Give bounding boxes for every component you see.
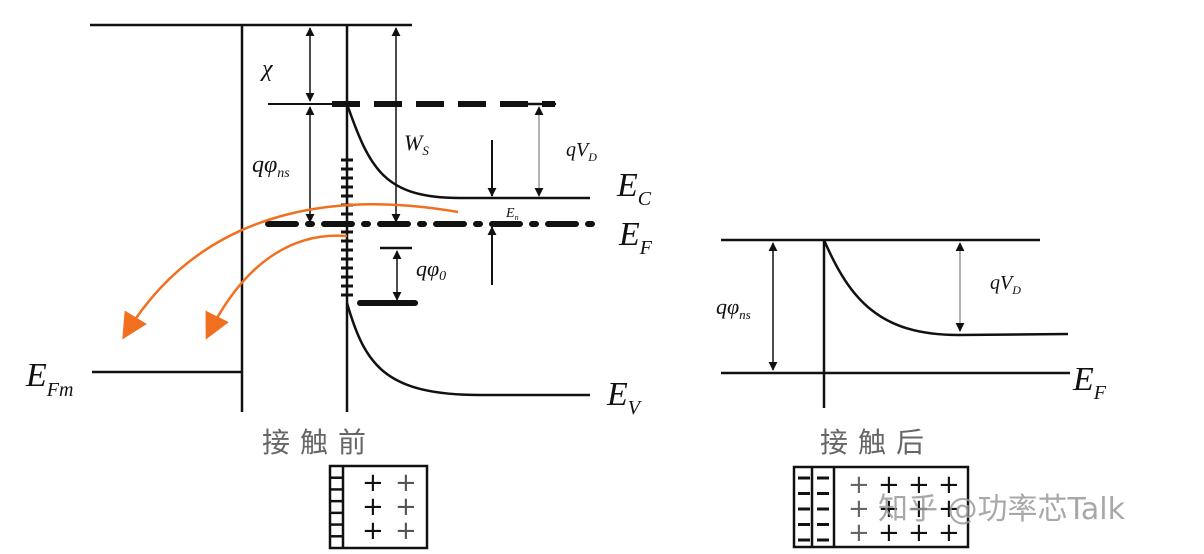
positive-charge: +: [848, 470, 870, 500]
before-contact-caption: 接触前: [262, 426, 376, 459]
positive-charge: +: [395, 492, 417, 522]
positive-charge: +: [848, 518, 870, 548]
depletion-positive-charges: ++++++++++++: [848, 470, 960, 548]
after-charge-box: ++++++++++++: [792, 465, 970, 549]
electron-flow-arrow-2: [205, 234, 348, 340]
positive-charge: +: [362, 468, 384, 498]
before-contact-diagram: χ qφns WS qVD En qφ0 EC EF EV EFm 接触前 ++…: [25, 23, 653, 550]
electron-flow-arrow-1: [122, 203, 459, 340]
conduction-band-curve: [345, 103, 590, 200]
watermark: 知乎 @功率芯Talk: [878, 492, 1126, 527]
positive-charge: +: [362, 492, 384, 522]
positive-charge: +: [878, 494, 900, 524]
positive-charge: +: [938, 518, 960, 548]
after-contact-caption: 接触后: [820, 426, 934, 459]
ev-label: EV: [606, 376, 643, 419]
after-contact-diagram: qφns qVD EF 接触后 ++++++++++++: [716, 238, 1107, 549]
qvd-label: qVD: [566, 139, 597, 164]
positive-charge: +: [395, 516, 417, 546]
positive-charge: +: [908, 494, 930, 524]
positive-charge: +: [938, 470, 960, 500]
q-phi-ns-label: qφns: [252, 152, 290, 181]
en-label: En: [505, 206, 519, 222]
positive-charge: +: [938, 494, 960, 524]
ws-label: WS: [404, 130, 429, 158]
positive-charge: +: [878, 470, 900, 500]
positive-charge: +: [908, 470, 930, 500]
after-ef-label: EF: [1072, 361, 1107, 404]
positive-charge: +: [908, 518, 930, 548]
positive-charge: +: [848, 494, 870, 524]
before-charge-box: ++++++: [328, 464, 429, 550]
q-phi-0-label: qφ0: [416, 256, 446, 284]
after-conduction-band-curve: [822, 239, 1069, 337]
after-q-phi-ns-label: qφns: [716, 294, 751, 322]
ef-label: EF: [618, 216, 653, 259]
ec-label: EC: [616, 167, 652, 210]
surface-negative-charges: [798, 476, 829, 542]
donor-charges: ++++++: [362, 468, 417, 546]
positive-charge: +: [395, 468, 417, 498]
chi-label: χ: [260, 56, 274, 82]
surface-state-cells: [330, 476, 343, 538]
after-qvd-label: qVD: [990, 272, 1021, 297]
positive-charge: +: [362, 516, 384, 546]
efm-label: EFm: [25, 357, 73, 401]
positive-charge: +: [878, 518, 900, 548]
valence-band-curve: [345, 302, 590, 397]
